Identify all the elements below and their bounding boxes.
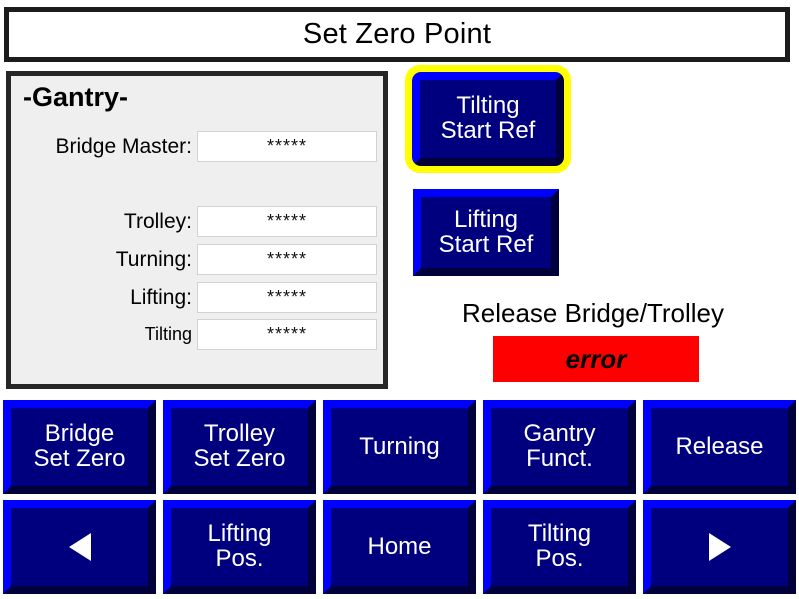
gantry-funct-button[interactable]: Gantry Funct.	[483, 400, 636, 494]
page-title: Set Zero Point	[302, 18, 492, 50]
page-title-bar: Set Zero Point	[4, 7, 790, 62]
lifting-start-ref-label: Lifting Start Ref	[438, 205, 534, 258]
gantry-panel-title: -Gantry-	[23, 82, 129, 112]
value-trolley: *****	[266, 211, 308, 231]
label-lifting: Lifting:	[130, 286, 192, 309]
input-trolley[interactable]: *****	[197, 206, 377, 237]
tilting-start-ref-label: Tilting Start Ref	[440, 92, 536, 144]
label-trolley: Trolley:	[123, 210, 192, 233]
field-row-trolley: Trolley: *****	[11, 206, 383, 237]
home-button[interactable]: Home	[323, 500, 476, 594]
previous-page-button[interactable]	[3, 500, 156, 594]
home-label: Home	[367, 532, 432, 560]
value-lifting: *****	[266, 287, 308, 307]
field-row-lifting: Lifting: *****	[11, 282, 383, 313]
turning-label: Turning	[359, 432, 440, 460]
value-bridge-master: *****	[266, 136, 308, 156]
label-turning: Turning:	[115, 248, 192, 271]
gantry-funct-label: Gantry Funct.	[523, 420, 596, 472]
tilting-pos-button[interactable]: Tilting Pos.	[483, 500, 636, 594]
release-button[interactable]: Release	[643, 400, 796, 494]
gantry-panel: -Gantry- Bridge Master: ***** Trolley: *…	[6, 71, 388, 389]
field-row-bridge-master: Bridge Master: *****	[11, 131, 383, 162]
input-tilting[interactable]: *****	[197, 319, 377, 350]
value-turning: *****	[266, 249, 308, 269]
lifting-pos-label: Lifting Pos.	[207, 520, 272, 572]
release-bridge-trolley-label: Release Bridge/Trolley	[461, 298, 725, 328]
label-tilting: Tilting	[144, 324, 192, 344]
input-lifting[interactable]: *****	[197, 282, 377, 313]
value-tilting: *****	[266, 324, 308, 344]
bridge-set-zero-label: Bridge Set Zero	[33, 420, 126, 472]
release-status-badge: error	[493, 336, 699, 382]
arrow-left-icon	[68, 533, 91, 561]
trolley-set-zero-label: Trolley Set Zero	[193, 420, 286, 472]
input-bridge-master[interactable]: *****	[197, 131, 377, 162]
tilting-start-ref-focus-ring: Tilting Start Ref	[405, 65, 571, 173]
label-bridge-master: Bridge Master:	[55, 135, 192, 158]
tilting-start-ref-button[interactable]: Tilting Start Ref	[412, 72, 564, 166]
arrow-right-icon	[708, 533, 731, 561]
trolley-set-zero-button[interactable]: Trolley Set Zero	[163, 400, 316, 494]
release-label: Release	[675, 432, 764, 460]
bridge-set-zero-button[interactable]: Bridge Set Zero	[3, 400, 156, 494]
turning-button[interactable]: Turning	[323, 400, 476, 494]
next-page-button[interactable]	[643, 500, 796, 594]
lifting-pos-button[interactable]: Lifting Pos.	[163, 500, 316, 594]
field-row-turning: Turning: *****	[11, 244, 383, 275]
release-status-text: error	[565, 343, 627, 374]
lifting-start-ref-button[interactable]: Lifting Start Ref	[413, 189, 559, 276]
tilting-pos-label: Tilting Pos.	[527, 520, 592, 572]
field-row-tilting: Tilting *****	[11, 319, 383, 350]
input-turning[interactable]: *****	[197, 244, 377, 275]
